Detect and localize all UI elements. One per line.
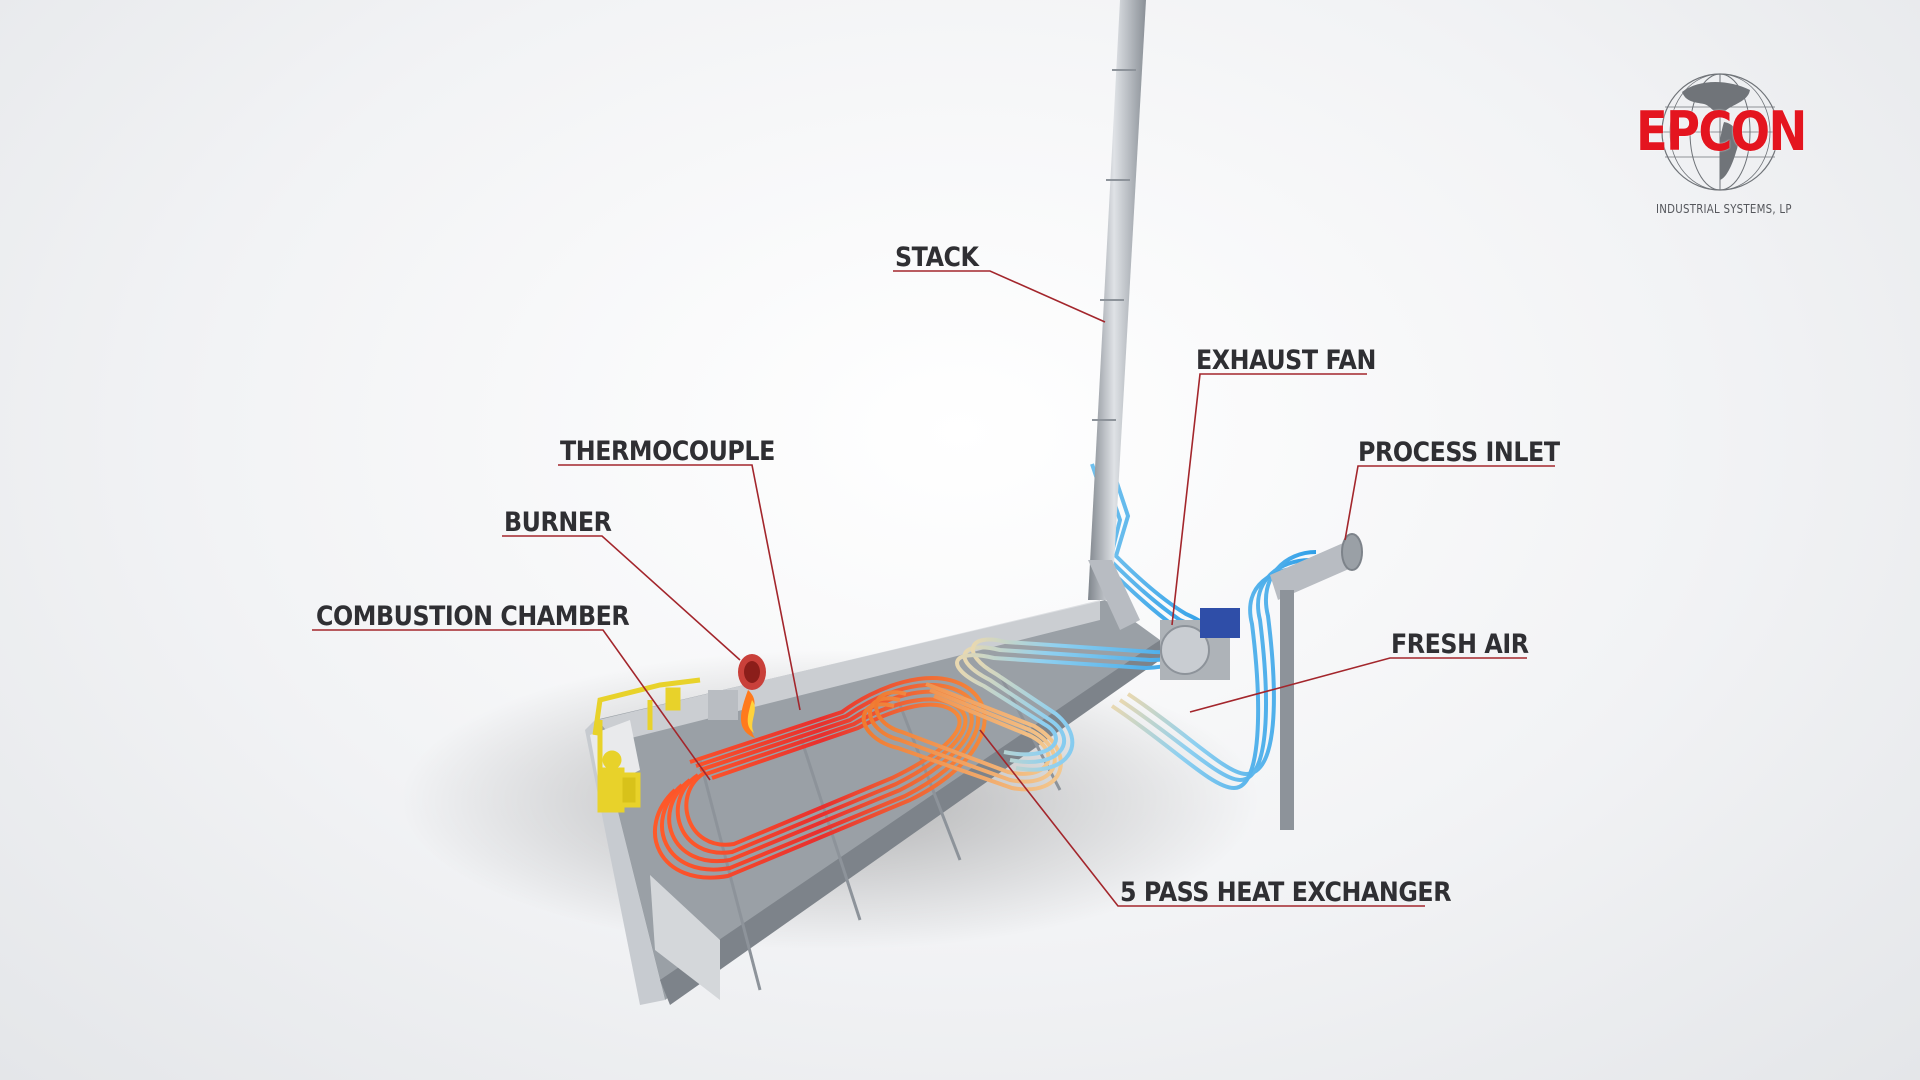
epcon-logo: EPCON INDUSTRIAL SYSTEMS, LP: [1620, 62, 1830, 222]
label-thermocouple: THERMOCOUPLE: [560, 438, 775, 465]
label-heat-exchanger: 5 PASS HEAT EXCHANGER: [1120, 879, 1451, 906]
exhaust-fan-leader: [1172, 374, 1367, 625]
burner-leader: [502, 536, 740, 660]
process-inlet-duct: [1270, 534, 1362, 830]
stack-leader: [893, 271, 1105, 322]
label-combustion-chamber: COMBUSTION CHAMBER: [316, 603, 629, 630]
label-fresh-air: FRESH AIR: [1391, 631, 1529, 658]
logo-wordmark: EPCON: [1636, 100, 1806, 163]
fresh-air-leader: [1190, 658, 1527, 712]
label-stack: STACK: [895, 244, 979, 271]
label-process-inlet: PROCESS INLET: [1358, 439, 1560, 466]
process-inlet-leader: [1345, 466, 1555, 540]
logo-subtitle: INDUSTRIAL SYSTEMS, LP: [1656, 202, 1792, 216]
label-burner: BURNER: [504, 509, 611, 536]
label-exhaust-fan: EXHAUST FAN: [1196, 347, 1376, 374]
